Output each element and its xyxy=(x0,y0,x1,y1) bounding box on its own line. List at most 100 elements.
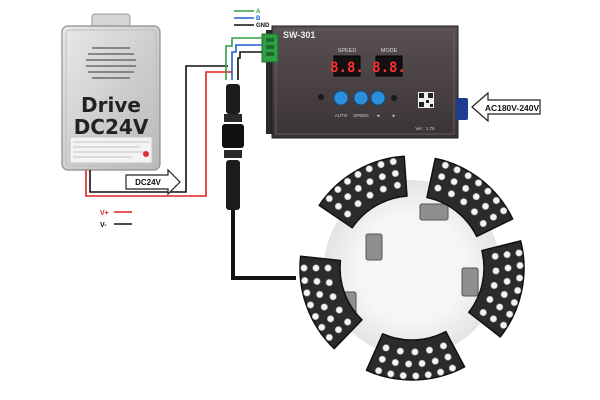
led-dot xyxy=(313,277,321,285)
led-dot xyxy=(503,277,511,285)
signal-wire-legend xyxy=(234,10,254,26)
dc24v-arrow xyxy=(125,168,181,196)
led-dot xyxy=(306,301,315,309)
led-dot xyxy=(389,158,397,166)
psu-vent xyxy=(86,47,136,79)
led-dot xyxy=(365,165,373,173)
button-label-speed: SPEED xyxy=(353,113,369,118)
led-dot xyxy=(311,312,320,321)
button-label-auto: AUTO xyxy=(335,113,348,118)
led-dot xyxy=(503,251,511,259)
led-dot xyxy=(504,264,512,272)
led-dot xyxy=(489,213,498,221)
led-dot xyxy=(434,184,442,192)
led-dot xyxy=(510,298,518,307)
text-labels: SW-301 SPEED MODE 8.8. 8.8. AUTO SPEED ◄… xyxy=(74,9,540,229)
led-dot xyxy=(312,264,320,272)
led-dot xyxy=(377,160,385,169)
led-dot xyxy=(448,364,457,372)
led-dot xyxy=(447,190,456,198)
led-dot xyxy=(382,344,390,352)
wire-label-b: B xyxy=(256,16,261,22)
led-dot xyxy=(499,321,508,329)
led-dot xyxy=(391,358,399,367)
led-dot xyxy=(316,290,324,299)
led-dot xyxy=(318,323,326,331)
led-dot xyxy=(324,264,332,272)
led-dot xyxy=(354,170,362,179)
led-dot xyxy=(329,293,337,301)
ac-input-arrow xyxy=(471,91,541,123)
led-dot xyxy=(379,185,387,193)
led-dot xyxy=(438,173,446,181)
led-dot xyxy=(335,306,343,314)
cable-connector xyxy=(222,84,296,280)
led-dot xyxy=(387,370,395,378)
led-dot xyxy=(470,208,479,216)
led-dot xyxy=(301,276,309,285)
led-dot xyxy=(506,310,514,318)
mode-label: MODE xyxy=(381,48,398,54)
led-dot xyxy=(411,348,419,356)
button-label-right: ► xyxy=(392,113,396,118)
led-dot xyxy=(479,219,487,228)
legend-label-vplus: V+ xyxy=(100,210,109,217)
psu-title-line2: DC24V xyxy=(74,115,149,139)
mode-display: 8.8. xyxy=(372,60,406,76)
led-dot xyxy=(391,169,399,178)
led-dot xyxy=(489,315,498,323)
button-label-left: ◄ xyxy=(376,113,380,118)
controller-model: SW-301 xyxy=(283,30,315,40)
psu-title-line1: Drive xyxy=(81,93,141,117)
led-segment xyxy=(365,330,466,381)
led-dot xyxy=(515,249,523,257)
led-dot xyxy=(300,264,308,272)
controller-version: Ver : 1.76 xyxy=(415,126,435,131)
wire-label-gnd: GND xyxy=(256,23,270,29)
led-ring-module xyxy=(299,155,525,381)
led-dot xyxy=(515,274,524,282)
led-dot xyxy=(354,200,362,208)
led-dot xyxy=(354,184,362,193)
led-dot xyxy=(393,181,402,189)
led-dot xyxy=(320,303,328,311)
led-dot xyxy=(453,166,461,174)
led-dot xyxy=(412,372,420,380)
led-dot xyxy=(486,295,494,304)
led-dot xyxy=(460,198,468,206)
led-dot xyxy=(344,210,352,218)
led-dot xyxy=(516,261,524,270)
led-dot xyxy=(303,289,311,297)
led-dot xyxy=(344,318,352,326)
legend-label-vminus: V- xyxy=(100,222,107,229)
controller xyxy=(261,25,468,139)
led-dot xyxy=(450,178,458,186)
wire-label-a: A xyxy=(256,9,261,15)
led-dot xyxy=(325,194,333,203)
psu-output-wires xyxy=(85,65,232,197)
ac-input-label: AC180V-240V xyxy=(485,103,540,113)
led-dot xyxy=(325,278,333,287)
led-segment xyxy=(318,155,408,229)
power-legend-lines xyxy=(114,211,132,225)
led-dot xyxy=(431,357,439,365)
led-dot xyxy=(378,173,386,181)
led-dot xyxy=(436,368,445,376)
led-dot xyxy=(481,202,490,210)
led-dot xyxy=(444,353,452,361)
led-dot xyxy=(496,303,504,311)
led-dot xyxy=(492,196,500,205)
controller-buttons xyxy=(318,90,397,106)
led-dot xyxy=(378,355,386,363)
led-dot xyxy=(366,178,374,186)
led-dot xyxy=(344,193,352,201)
led-dot xyxy=(462,184,470,193)
led-dot xyxy=(490,281,498,290)
led-dot xyxy=(474,179,483,187)
power-supply xyxy=(61,13,161,171)
speed-display: 8.8. xyxy=(330,60,364,76)
led-dot xyxy=(375,367,383,375)
led-dot xyxy=(441,161,449,169)
led-dot xyxy=(343,177,352,185)
